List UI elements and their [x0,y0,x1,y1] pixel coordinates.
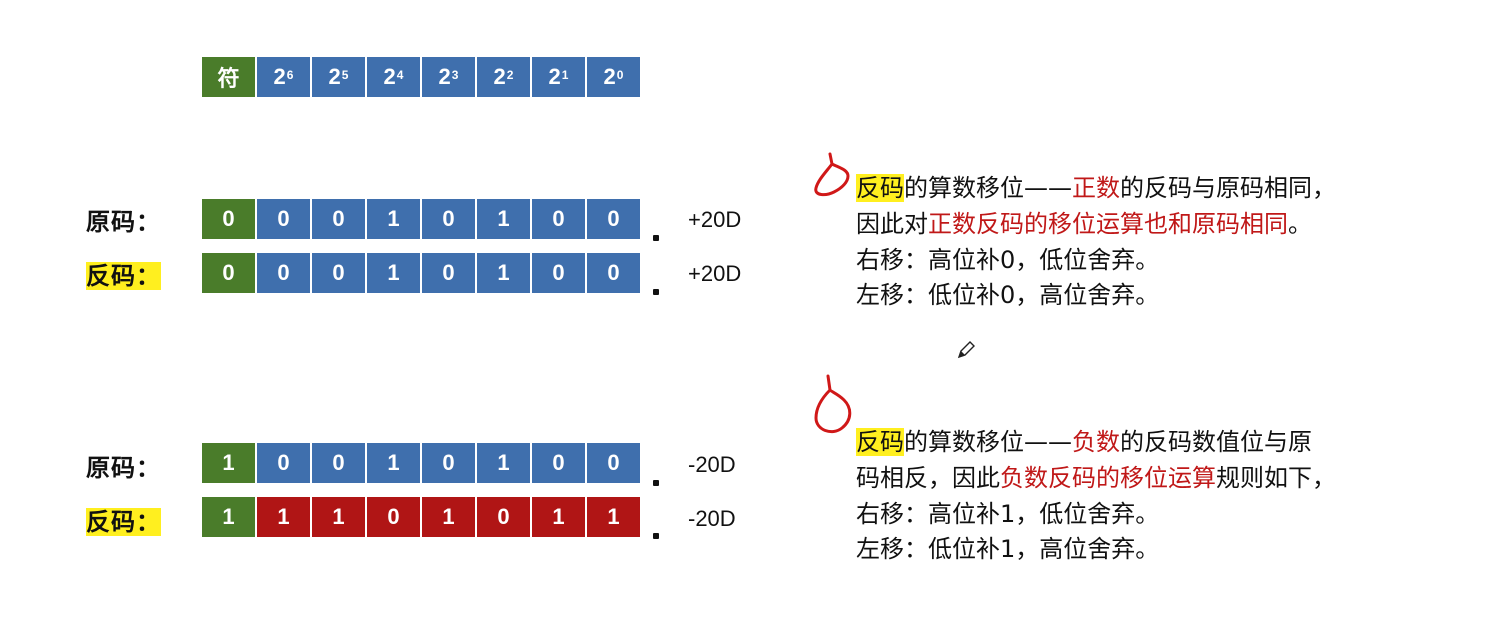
text-span: 规则如下， [1216,464,1336,492]
highlight-term: 反码 [856,428,904,456]
weight-exponent: 4 [396,68,404,82]
sign-header-cell: 符 [202,57,255,97]
bit-cell: 0 [532,443,585,483]
bit-cell: 0 [422,199,475,239]
sign-bit: 1 [202,497,255,537]
bit-cell: 0 [587,199,640,239]
emphasis-term: 负数反码的移位运算 [1000,464,1216,492]
sign-header-text: 符 [217,66,240,91]
note2-line3: 右移：高位补1，低位舍弃。 [856,500,1160,528]
weight-base: 2 [603,64,616,89]
text-span: 。 [1288,210,1312,238]
highlight-term: 反码 [856,174,904,202]
binary-point [653,480,659,486]
positive-orig-bits: 0 0 0 1 0 1 0 0 [202,199,642,239]
bit-cell: 0 [587,253,640,293]
negative-orig-bits: 1 0 0 1 0 1 0 0 [202,443,642,483]
binary-point [653,533,659,539]
negative-inv-label: 反码： [86,502,161,537]
bit-cell: 0 [422,253,475,293]
bit-cell: 0 [257,443,310,483]
weight-exponent: 3 [451,68,459,82]
weight-base: 2 [438,64,451,89]
negative-inv-value: -20D [688,506,736,531]
bit-cell: 0 [312,199,365,239]
sign-bit: 1 [202,443,255,483]
note1-line2: 因此对正数反码的移位运算也和原码相同。 [856,206,1312,242]
binary-point [653,289,659,295]
bit-cell: 0 [587,443,640,483]
hand-drawn-delta-mark [814,152,850,197]
weight-base: 2 [328,64,341,89]
negative-orig-label: 原码： [86,454,161,482]
weight-base: 2 [273,64,286,89]
flipped-bit-cell: 0 [477,497,530,537]
positive-inv-value: +20D [688,261,742,286]
weight-base: 2 [493,64,506,89]
inv-label-text: 反码： [86,262,161,290]
weight-exponent: 6 [286,68,294,82]
hand-drawn-delta-mark [814,374,852,434]
flipped-bit-cell: 0 [367,497,420,537]
bit-cell: 0 [257,199,310,239]
text-span: 因此对 [856,210,928,238]
positive-orig-value: +20D [688,207,742,232]
text-span: 的算数移位—— [904,428,1072,456]
bit-cell: 1 [477,443,530,483]
flipped-bit-cell: 1 [532,497,585,537]
note1-line1: 反码的算数移位——正数的反码与原码相同， [856,170,1336,206]
positive-inv-bits: 0 0 0 1 0 1 0 0 [202,253,642,293]
weight-exponent: 1 [561,68,569,82]
flipped-bit-cell: 1 [312,497,365,537]
flipped-bit-cell: 1 [422,497,475,537]
flipped-bit-cell: 1 [587,497,640,537]
text-span: 的算数移位—— [904,174,1072,202]
bit-cell: 1 [367,199,420,239]
text-span: 的反码数值位与原 [1120,428,1312,456]
weight-base: 2 [548,64,561,89]
negative-orig-value: -20D [688,452,736,477]
bit-cell: 1 [367,443,420,483]
note1-line3: 右移：高位补0，低位舍弃。 [856,246,1160,274]
text-span: 的反码与原码相同， [1120,174,1336,202]
note2-line4: 左移：低位补1，高位舍弃。 [856,535,1160,563]
emphasis-term: 正数 [1072,174,1120,202]
bit-cell: 0 [312,443,365,483]
bit-cell: 0 [257,253,310,293]
sign-bit: 0 [202,253,255,293]
negative-inv-bits: 1 1 1 0 1 0 1 1 [202,497,642,537]
weight-base: 2 [383,64,396,89]
text-span: 码相反，因此 [856,464,1000,492]
inv-label-text: 反码： [86,508,161,536]
weight-exponent: 2 [506,68,514,82]
weight-exponent: 5 [341,68,349,82]
note2-line2: 码相反，因此负数反码的移位运算规则如下， [856,460,1336,496]
emphasis-term: 正数反码的移位运算也和原码相同 [928,210,1288,238]
emphasis-term: 负数 [1072,428,1120,456]
sign-bit: 0 [202,199,255,239]
flipped-bit-cell: 1 [257,497,310,537]
note2-line1: 反码的算数移位——负数的反码数值位与原 [856,424,1312,460]
positive-inv-label: 反码： [86,256,161,291]
binary-point [653,235,659,241]
bit-cell: 1 [477,253,530,293]
bit-cell: 0 [312,253,365,293]
bit-cell: 1 [367,253,420,293]
note1-line4: 左移：低位补0，高位舍弃。 [856,281,1160,309]
bit-cell: 0 [532,199,585,239]
bit-cell: 0 [422,443,475,483]
weight-exponent: 0 [616,68,624,82]
bit-cell: 1 [477,199,530,239]
positive-orig-label: 原码： [86,208,161,236]
pencil-cursor-icon [957,341,975,359]
bit-cell: 0 [532,253,585,293]
